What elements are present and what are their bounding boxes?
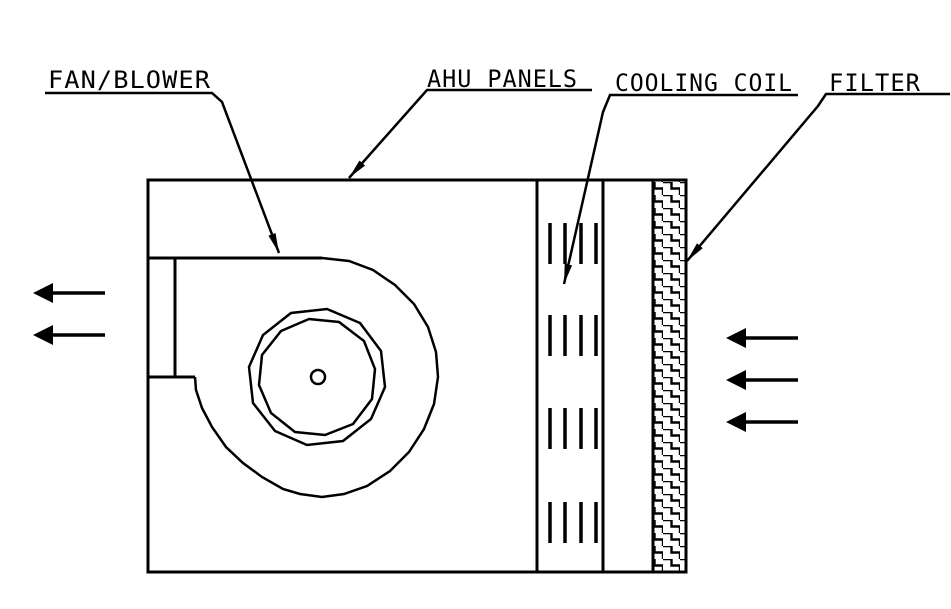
coil-row-3	[548, 408, 598, 449]
outlet-arrow-2	[33, 325, 105, 345]
leader-ahu-panels	[348, 88, 592, 179]
return-air-arrows-right	[726, 328, 798, 432]
filter-media-hatch	[653, 180, 686, 572]
label-fan-blower: FAN/BLOWER	[48, 66, 211, 94]
inlet-arrow-1	[726, 328, 798, 348]
supply-air-arrows-left	[33, 283, 105, 345]
outlet-arrow-1	[33, 283, 105, 303]
label-ahu-panels: AHU PANELS	[427, 65, 578, 93]
ahu-enclosure-outline	[146, 178, 688, 574]
leader-fan-blower	[45, 91, 281, 254]
label-filter: FILTER	[829, 69, 921, 97]
coil-row-2	[548, 315, 598, 356]
blower-scroll-casing	[193, 256, 440, 499]
fan-wheel-inner-ring	[257, 317, 377, 437]
leader-cooling-coil	[562, 93, 798, 285]
coil-row-4	[548, 502, 598, 543]
fan-blower	[148, 256, 440, 499]
fan-shaft-hub	[309, 368, 327, 386]
inlet-arrow-2	[726, 370, 798, 390]
filter-strip	[651, 180, 688, 572]
cooling-coil-tubes	[548, 223, 598, 543]
label-cooling-coil: COOLING COIL	[615, 69, 793, 97]
coil-row-1	[548, 223, 598, 264]
leader-filter	[686, 92, 950, 262]
inlet-arrow-3	[726, 412, 798, 432]
fan-wheel-outer-ring	[247, 307, 387, 447]
